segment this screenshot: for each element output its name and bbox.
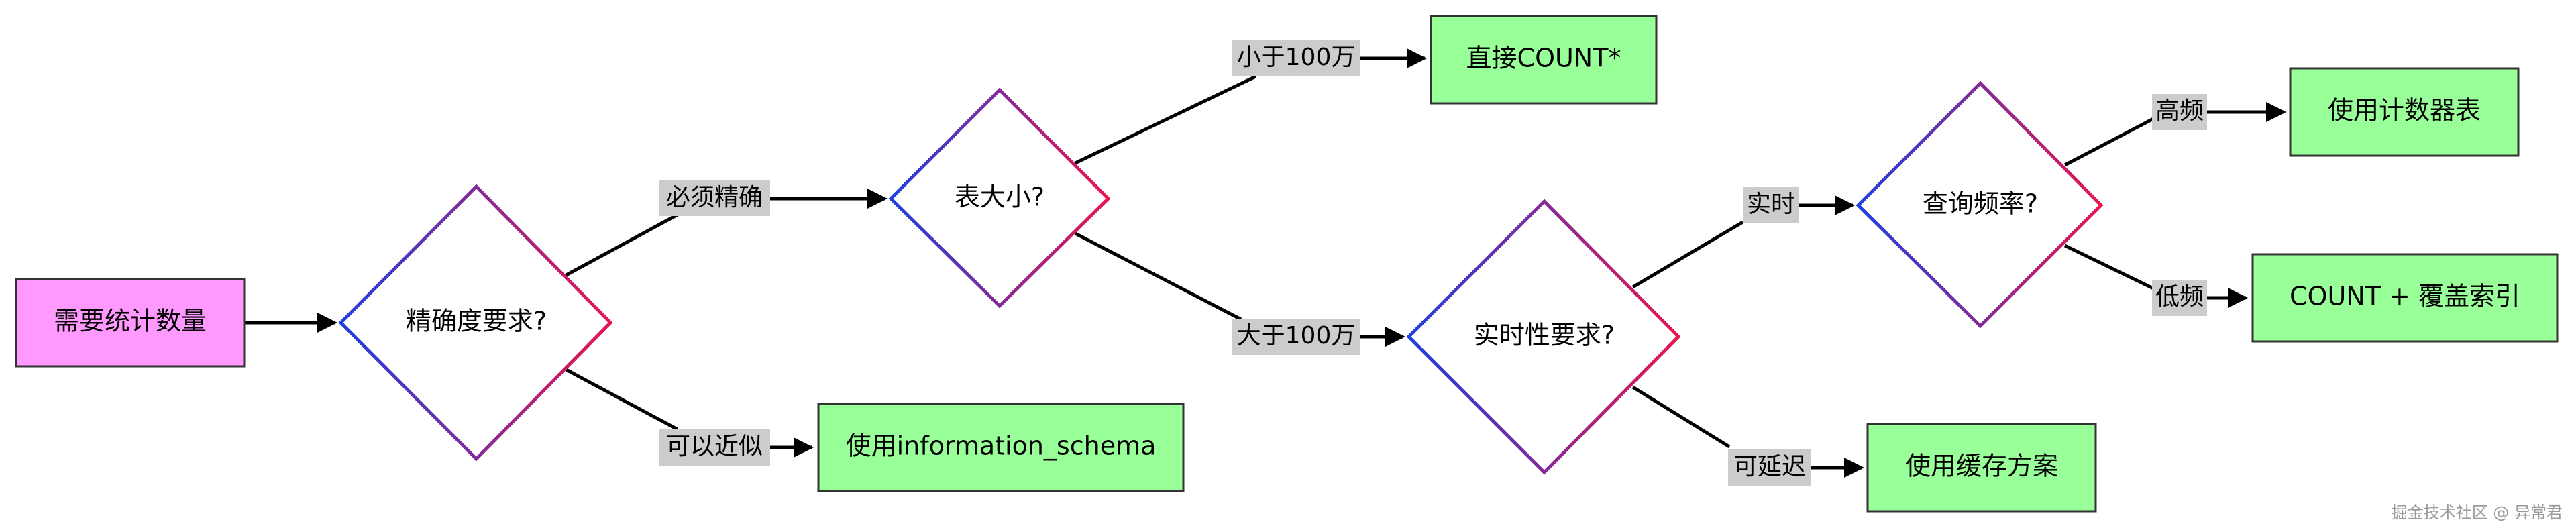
edge-label-approx-text: 可以近似 <box>666 433 763 460</box>
edge-realtime-delay <box>1631 385 1731 449</box>
edge-label-high: 高频 <box>2152 94 2207 130</box>
edge-precision-must <box>565 213 679 277</box>
edge-label-must-exact: 必须精确 <box>659 180 770 216</box>
start-node: 需要统计数量 <box>15 278 246 368</box>
size-decision-label: 表大小? <box>955 182 1044 212</box>
edge-label-gt-1m-text: 大于100万 <box>1237 322 1356 350</box>
freq-decision: 查询频率? <box>1856 81 2104 329</box>
counter-table-node: 使用计数器表 <box>2289 67 2520 157</box>
edge-label-lt-1m: 小于100万 <box>1232 40 1360 76</box>
count-index-node-label: COUNT + 覆盖索引 <box>2290 282 2520 311</box>
connectors <box>245 48 2286 478</box>
edge-label-high-text: 高频 <box>2155 97 2204 125</box>
edge-label-gt-1m: 大于100万 <box>1232 319 1360 355</box>
info-schema-node: 使用information_schema <box>817 403 1185 492</box>
cache-node-label: 使用缓存方案 <box>1905 451 2058 481</box>
start-node-label: 需要统计数量 <box>54 307 207 336</box>
realtime-decision: 实时性要求? <box>1406 199 1681 475</box>
edge-label-realtime-text: 实时 <box>1747 191 1795 218</box>
edge-label-delay-text: 可延迟 <box>1733 453 1806 480</box>
edge-label-low-text: 低频 <box>2155 283 2204 311</box>
precision-decision-label: 精确度要求? <box>406 307 547 336</box>
count-index-node: COUNT + 覆盖索引 <box>2251 253 2559 343</box>
size-decision: 表大小? <box>888 87 1111 309</box>
count-star-node-label: 直接COUNT* <box>1466 44 1621 73</box>
edge-size-lt <box>1074 74 1257 165</box>
watermark: 掘金技术社区 @ 异常君 <box>2391 503 2563 522</box>
counter-table-node-label: 使用计数器表 <box>2328 96 2481 125</box>
edge-label-realtime: 实时 <box>1743 187 1799 223</box>
count-star-node: 直接COUNT* <box>1430 15 1658 105</box>
info-schema-node-label: 使用information_schema <box>846 431 1157 461</box>
edge-precision-approx <box>565 368 679 431</box>
freq-decision-label: 查询频率? <box>1923 189 2038 219</box>
edge-size-gt <box>1074 231 1242 321</box>
edge-label-lt-1m-text: 小于100万 <box>1237 44 1356 71</box>
realtime-decision-label: 实时性要求? <box>1474 321 1615 350</box>
edge-realtime-rt <box>1631 220 1744 289</box>
edge-label-delay: 可延迟 <box>1728 449 1811 486</box>
cache-node: 使用缓存方案 <box>1866 423 2097 513</box>
edge-freq-low <box>2063 244 2155 290</box>
edge-freq-high <box>2063 117 2155 167</box>
edge-label-must-exact-text: 必须精确 <box>666 184 763 211</box>
edge-label-approx: 可以近似 <box>659 429 770 466</box>
edge-label-low: 低频 <box>2152 280 2207 316</box>
precision-decision: 精确度要求? <box>338 184 613 462</box>
